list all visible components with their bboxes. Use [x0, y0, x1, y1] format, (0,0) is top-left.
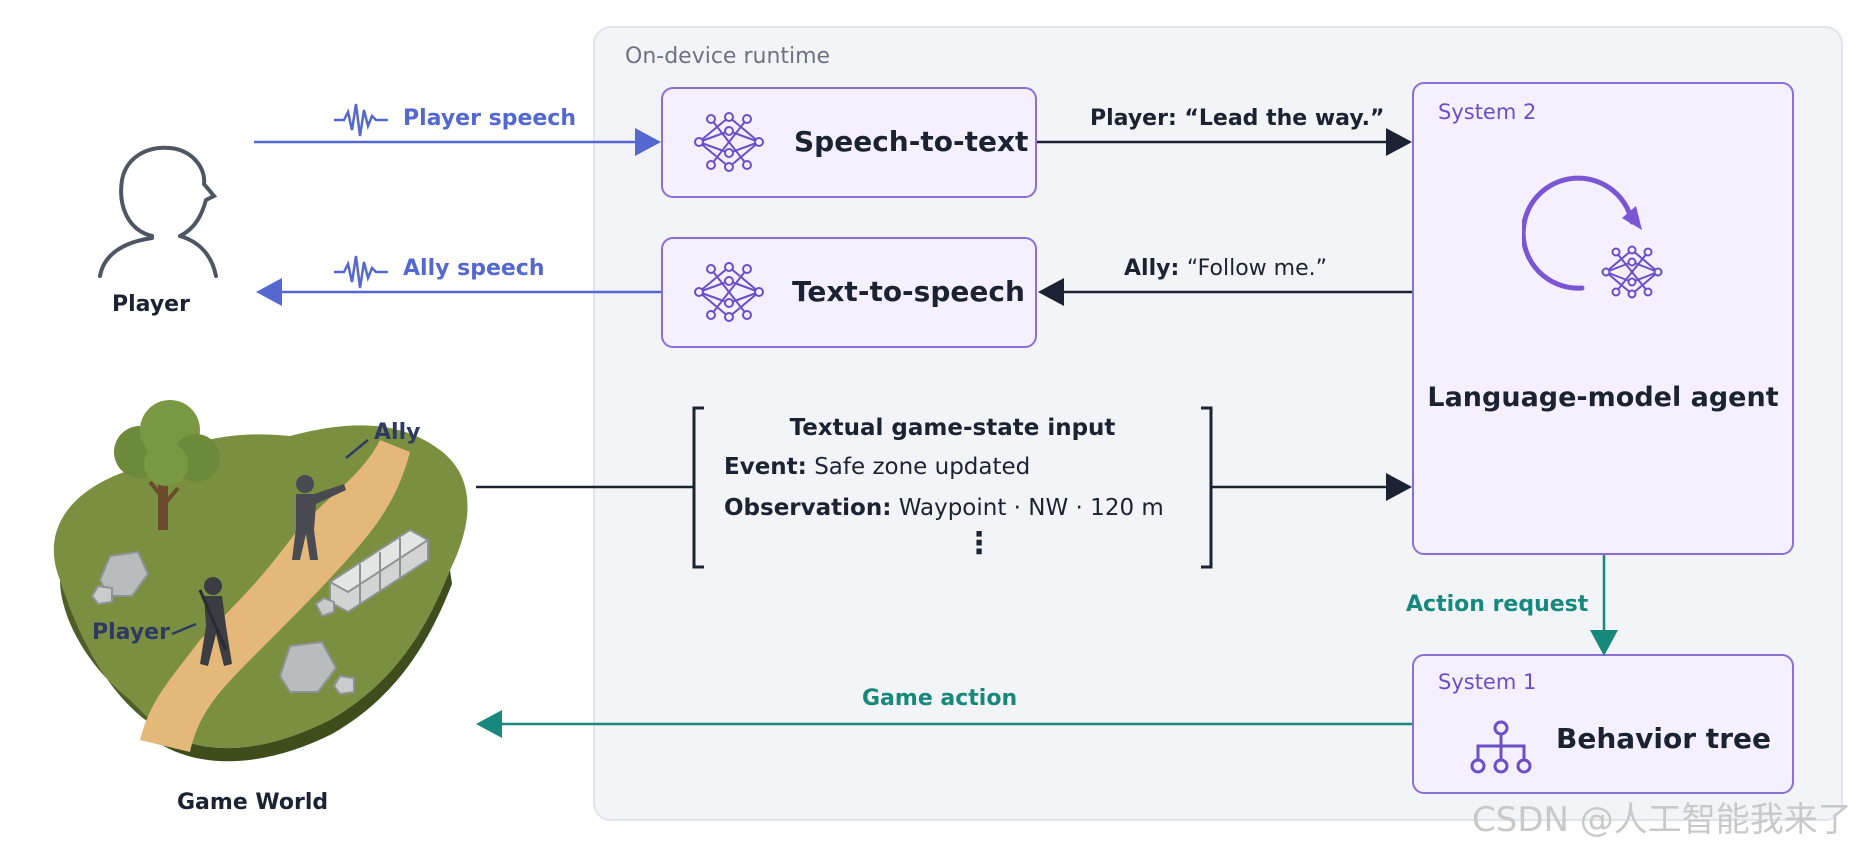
- player-quote-speaker: Player:: [1090, 106, 1177, 131]
- text-to-speech-title: Text-to-speech: [792, 275, 1025, 308]
- game-world-illustration: [53, 400, 468, 762]
- game-state-input-block: Textual game-state input Event: Safe zon…: [690, 406, 1215, 569]
- ally-speech-label: Ally speech: [403, 256, 545, 281]
- observation-key: Observation:: [724, 495, 892, 521]
- game-action-arrowhead: [476, 710, 502, 738]
- watermark: CSDN @人工智能我来了: [1472, 800, 1852, 840]
- player-figure-label: Player: [92, 620, 170, 645]
- agent-to-tts-arrowhead: [1038, 278, 1064, 306]
- stt-to-agent-arrowhead: [1386, 128, 1412, 156]
- system1-label: System 1: [1438, 670, 1537, 694]
- action-request-arrowhead: [1590, 630, 1618, 656]
- neural-net-icon: [694, 112, 764, 172]
- system2-label: System 2: [1438, 100, 1537, 124]
- player-quote-text: “Lead the way.”: [1184, 106, 1385, 131]
- behavior-tree-icon: [1470, 720, 1532, 774]
- ally-quote-speaker: Ally:: [1124, 256, 1180, 281]
- ally-figure-label: Ally: [374, 420, 421, 445]
- player-speech-arrowhead: [635, 128, 661, 156]
- event-value: Safe zone updated: [814, 454, 1031, 480]
- cycle-arrow-icon: [1522, 175, 1663, 299]
- game-action-label: Game action: [862, 686, 1018, 711]
- ellipsis: ⋮: [964, 526, 994, 561]
- player-label: Player: [112, 292, 190, 317]
- observation-value: Waypoint · NW · 120 m: [898, 495, 1164, 521]
- system2-box[interactable]: System 2 Language-model agent: [1412, 82, 1794, 555]
- game-world-label: Game World: [177, 790, 329, 815]
- player-speech-label: Player speech: [403, 106, 576, 131]
- player-quote: Player: “Lead the way.”: [1090, 106, 1384, 131]
- system1-box[interactable]: System 1 Behavior tree: [1412, 654, 1794, 794]
- ally-quote-text: “Follow me.”: [1186, 256, 1327, 281]
- runtime-label: On-device runtime: [625, 44, 831, 69]
- neural-net-icon: [694, 262, 764, 322]
- observation-row: Observation: Waypoint · NW · 120 m: [724, 495, 1164, 521]
- player-icon: [98, 145, 218, 278]
- action-request-label: Action request: [1406, 592, 1589, 617]
- text-to-speech-box[interactable]: Text-to-speech: [661, 237, 1037, 348]
- behavior-tree-title: Behavior tree: [1556, 722, 1771, 755]
- waveform-icon: [334, 255, 388, 289]
- event-row: Event: Safe zone updated: [724, 454, 1030, 480]
- speech-to-text-box[interactable]: Speech-to-text: [661, 87, 1037, 198]
- game-state-title: Textual game-state input: [789, 415, 1116, 441]
- state-to-agent-arrowhead: [1386, 473, 1412, 501]
- ally-quote: Ally: “Follow me.”: [1124, 256, 1327, 281]
- language-model-agent-title: Language-model agent: [1427, 382, 1779, 413]
- ally-speech-arrowhead: [256, 278, 282, 306]
- waveform-icon: [334, 103, 388, 137]
- event-key: Event:: [724, 454, 807, 480]
- speech-to-text-title: Speech-to-text: [794, 125, 1029, 158]
